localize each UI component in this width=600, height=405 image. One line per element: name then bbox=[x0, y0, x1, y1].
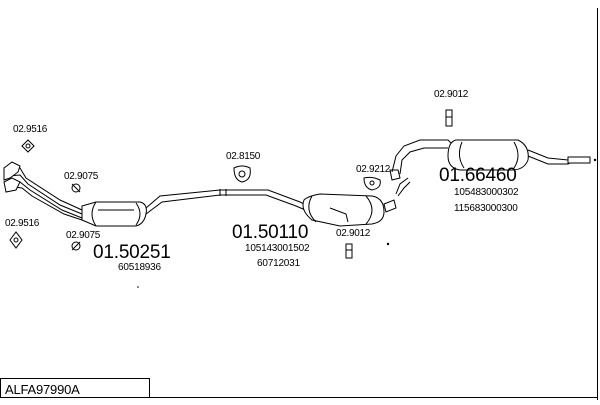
bottom-frame-edge bbox=[150, 397, 597, 398]
clamp-lower bbox=[71, 241, 81, 251]
gasket-bottom-left bbox=[9, 231, 23, 249]
vehicle-code-box: ALFA97990A bbox=[0, 378, 150, 398]
gasket-top-left bbox=[21, 139, 35, 153]
rubber-mount-mid bbox=[363, 176, 381, 191]
edge-tick-right bbox=[593, 158, 597, 162]
clamp-upper bbox=[71, 183, 81, 193]
right-frame-edge bbox=[597, 8, 598, 400]
front-manifold-pipes bbox=[3, 161, 83, 221]
ref-label-gasket-top-left: 02.9516 bbox=[13, 124, 48, 135]
stray-dot bbox=[137, 286, 139, 288]
rear-silencer-part-01-66460 bbox=[389, 139, 591, 181]
part-number-rear: 01.66460 bbox=[439, 165, 517, 186]
ref-label-clamp-upper: 02.9075 bbox=[64, 171, 99, 182]
part-number-front: 01.50251 bbox=[93, 242, 171, 263]
part-ref-rear-2: 115683000300 bbox=[454, 203, 518, 214]
part-ref-front-1: 60518936 bbox=[118, 262, 161, 273]
part-ref-center-1: 105143001502 bbox=[245, 243, 310, 254]
hanger-rear bbox=[445, 109, 453, 127]
ref-label-gasket-bottom-left: 02.9516 bbox=[5, 218, 40, 229]
ref-label-clamp-lower: 02.9075 bbox=[66, 230, 101, 241]
ref-label-rubber-mid: 02.9212 bbox=[356, 164, 391, 175]
ref-label-hanger-rear: 02.9012 bbox=[434, 89, 469, 100]
part-number-center: 01.50110 bbox=[232, 222, 309, 243]
rubber-mount-center bbox=[233, 165, 251, 183]
hanger-mid bbox=[345, 243, 353, 259]
center-silencer-part-01-50110 bbox=[302, 177, 411, 227]
ref-label-rubber-center: 02.8150 bbox=[226, 151, 261, 162]
part-ref-center-2: 60712031 bbox=[257, 258, 300, 269]
vehicle-code: ALFA97990A bbox=[5, 382, 80, 397]
front-silencer-part-01-50251 bbox=[81, 189, 313, 227]
part-ref-rear-1: 105483000302 bbox=[454, 187, 519, 198]
edge-tick-mid bbox=[386, 242, 390, 246]
ref-label-hanger-mid: 02.9012 bbox=[336, 228, 371, 239]
